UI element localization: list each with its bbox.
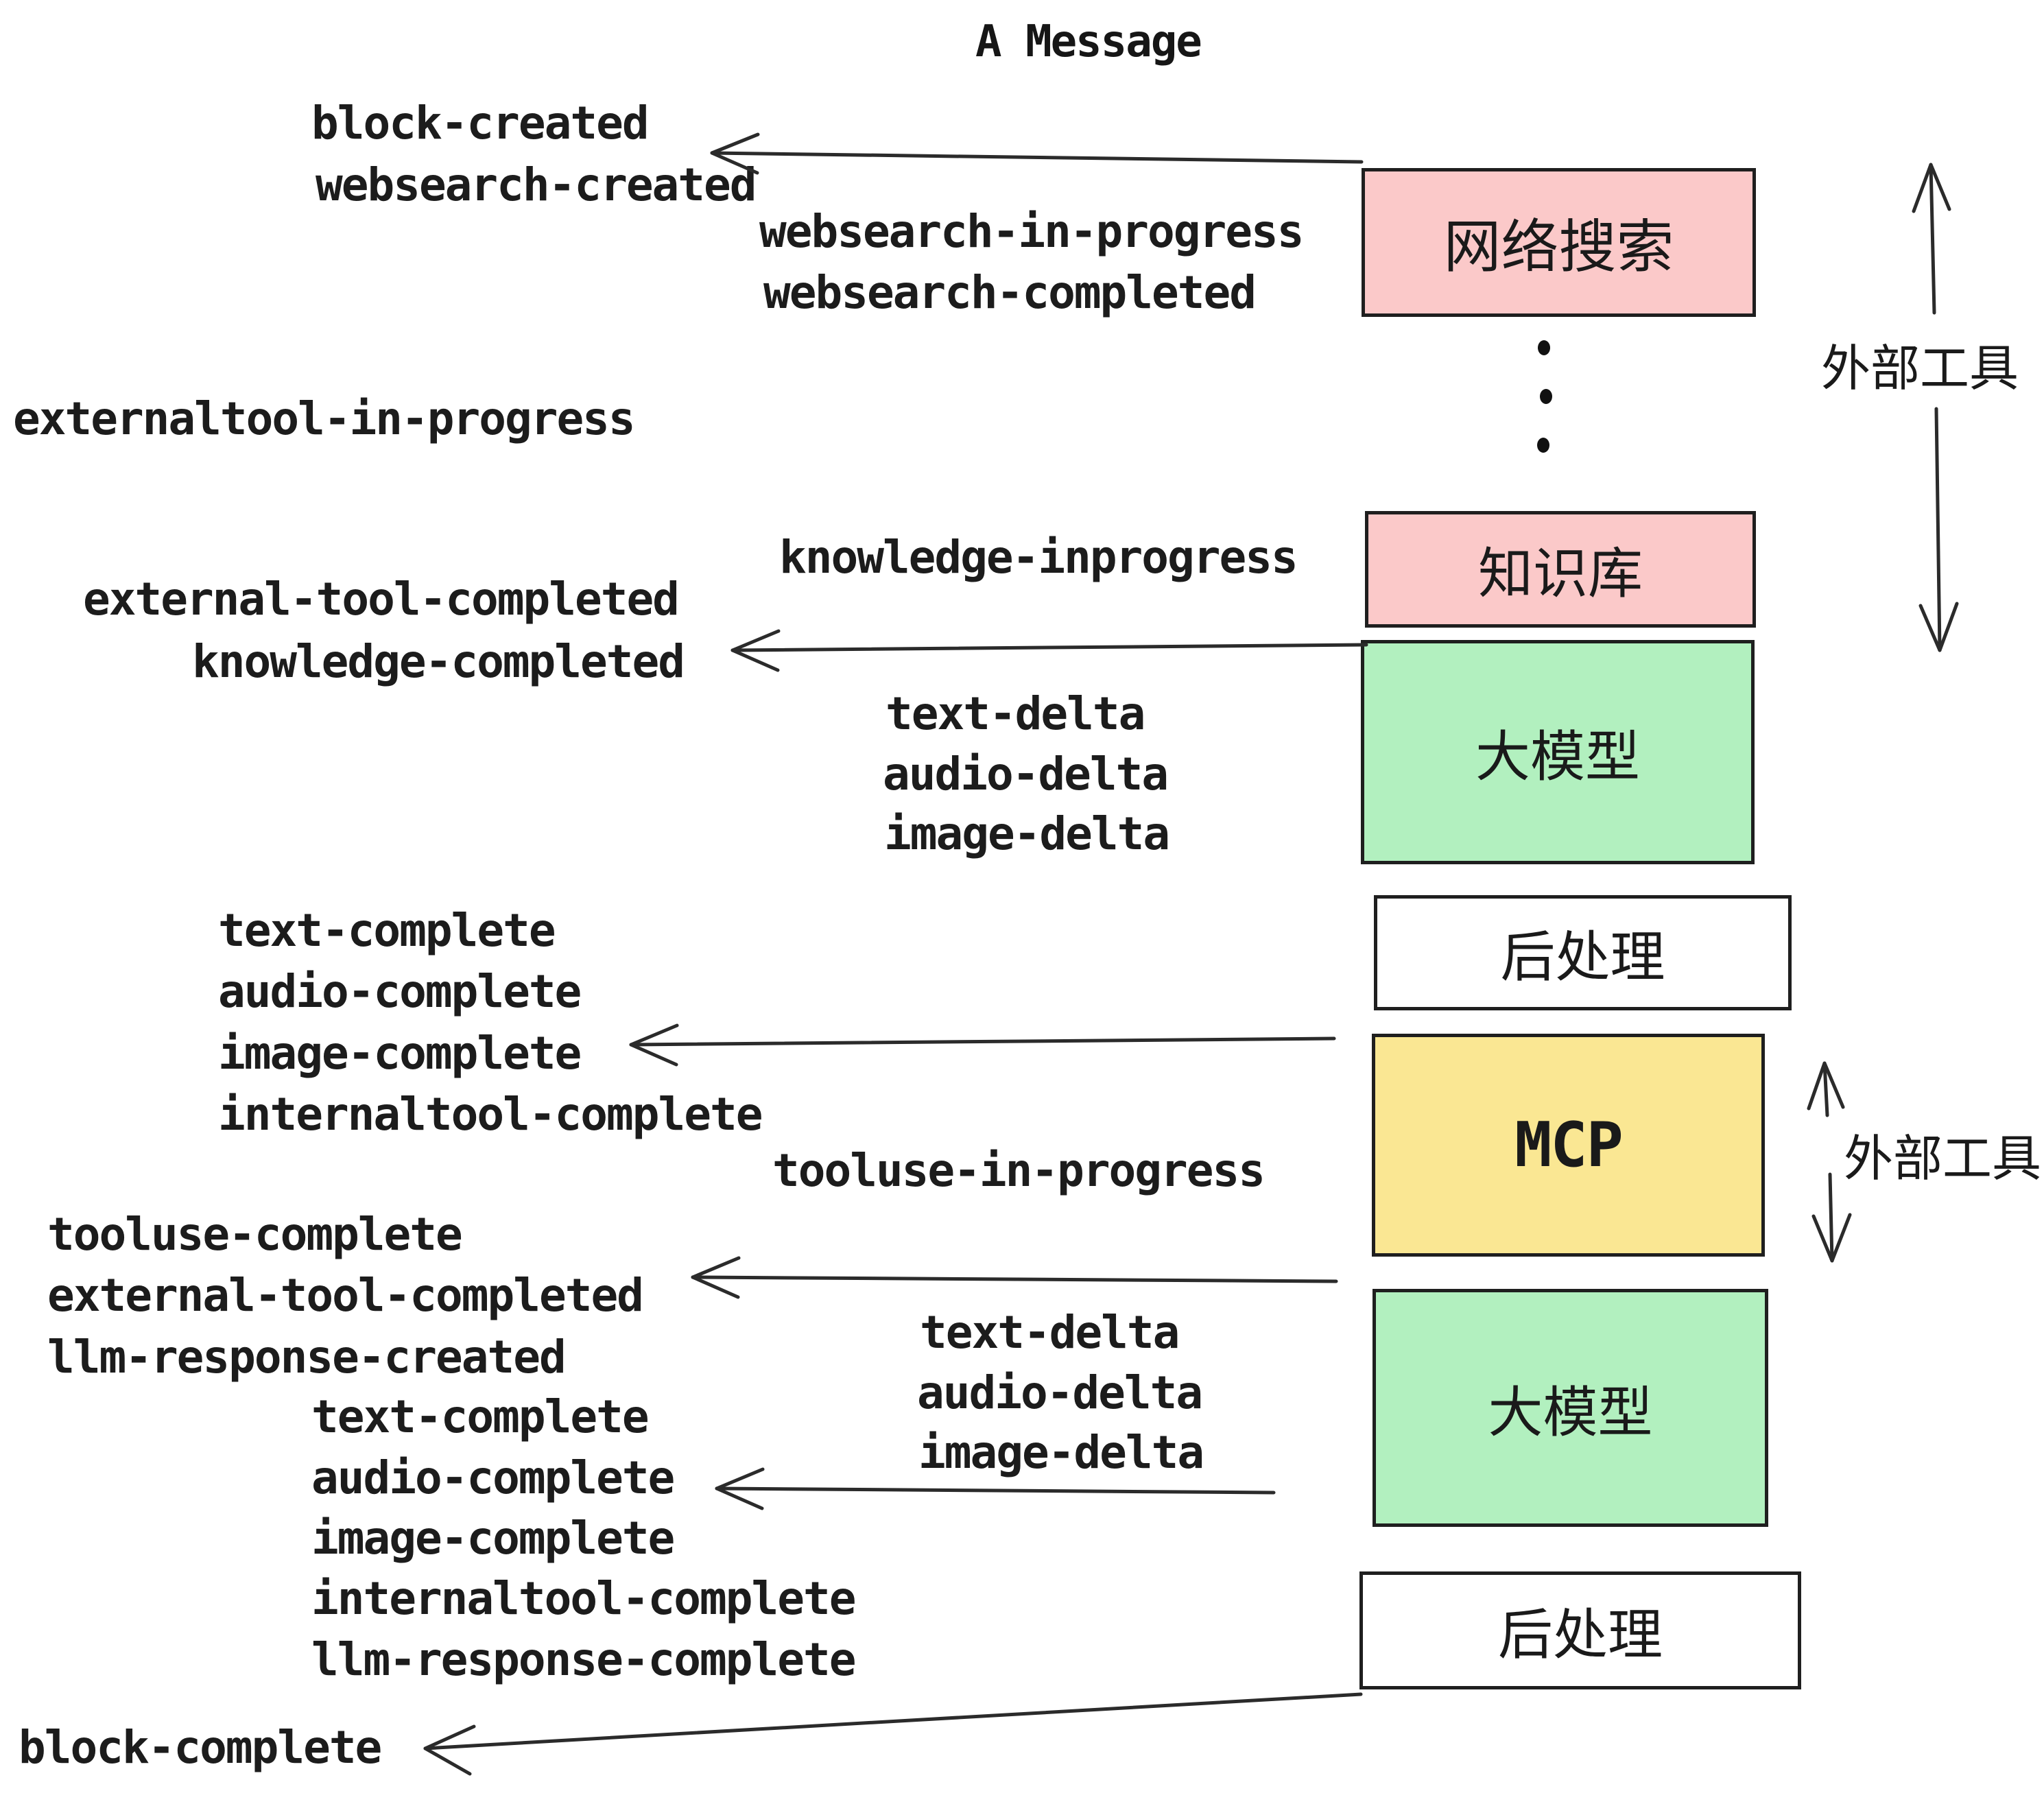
event-text-complete-2: text-complete <box>311 1390 650 1443</box>
event-knowledge-inprogress: knowledge-inprogress <box>779 531 1298 584</box>
event-knowledge-completed: knowledge-completed <box>192 635 685 688</box>
event-tooluse-in-progress: tooluse-in-progress <box>772 1144 1265 1197</box>
event-text-complete: text-complete <box>218 904 556 957</box>
arrow-block-created <box>710 132 1364 175</box>
event-block-created: block-created <box>311 97 650 150</box>
event-internaltool-complete-2: internaltool-complete <box>311 1572 856 1625</box>
event-llm-response-complete: llm-response-complete <box>311 1633 856 1686</box>
diagram-title: A Message <box>975 16 1202 67</box>
event-image-complete-2: image-complete <box>311 1512 675 1565</box>
external-tools-bottom-up-arrow <box>1807 1061 1845 1117</box>
event-websearch-in-progress: websearch-in-progress <box>759 205 1304 258</box>
event-websearch-completed: websearch-completed <box>763 266 1257 319</box>
box-knowledge-label: 知识库 <box>1478 543 1643 604</box>
arrow-tooluse-complete <box>691 1256 1338 1299</box>
external-tools-top-down-arrow <box>1918 407 1959 652</box>
event-audio-delta-2: audio-delta <box>917 1366 1203 1419</box>
event-external-tool-completed: external-tool-completed <box>83 573 680 626</box>
event-external-tool-completed-2: external-tool-completed <box>47 1269 644 1322</box>
event-audio-complete: audio-complete <box>218 965 582 1018</box>
box-postprocess-bottom-label: 后处理 <box>1498 1604 1663 1665</box>
box-mcp: MCP <box>1372 1034 1765 1257</box>
box-postprocess-top: 后处理 <box>1374 895 1792 1010</box>
arrow-knowledge-completed <box>730 629 1368 672</box>
event-externaltool-in-progress: externaltool-in-progress <box>13 392 636 445</box>
event-audio-delta: audio-delta <box>883 748 1169 800</box>
event-tooluse-complete: tooluse-complete <box>47 1208 463 1261</box>
box-websearch: 网络搜索 <box>1362 168 1756 317</box>
event-block-complete: block-complete <box>19 1721 382 1774</box>
box-postprocess-top-label: 后处理 <box>1500 927 1665 988</box>
side-label-external-tools-top: 外部工具 <box>1821 342 2019 396</box>
event-image-delta-2: image-delta <box>918 1426 1204 1479</box>
box-llm-bottom: 大模型 <box>1372 1289 1768 1527</box>
box-knowledge: 知识库 <box>1365 511 1756 628</box>
box-postprocess-bottom: 后处理 <box>1359 1571 1801 1689</box>
box-llm-bottom-label: 大模型 <box>1488 1381 1653 1443</box>
arrow-internal-complete-top <box>629 1023 1336 1067</box>
event-audio-complete-2: audio-complete <box>311 1451 675 1504</box>
event-text-delta: text-delta <box>886 687 1145 740</box>
box-llm-top: 大模型 <box>1361 640 1755 864</box>
side-label-external-tools-bottom: 外部工具 <box>1844 1132 2042 1187</box>
event-text-delta-2: text-delta <box>920 1306 1180 1359</box>
event-websearch-created: websearch-created <box>316 158 757 211</box>
box-mcp-label: MCP <box>1514 1109 1624 1181</box>
event-llm-response-created: llm-response-created <box>47 1331 567 1384</box>
box-websearch-label: 网络搜索 <box>1443 215 1674 279</box>
ellipsis-dots <box>1537 340 1552 453</box>
external-tools-top-up-arrow <box>1912 163 1951 315</box>
event-image-delta: image-delta <box>884 807 1170 860</box>
event-internaltool-complete: internaltool-complete <box>218 1088 763 1141</box>
arrow-block-complete <box>423 1692 1363 1776</box>
event-image-complete: image-complete <box>218 1027 582 1080</box>
box-llm-top-label: 大模型 <box>1475 726 1640 787</box>
